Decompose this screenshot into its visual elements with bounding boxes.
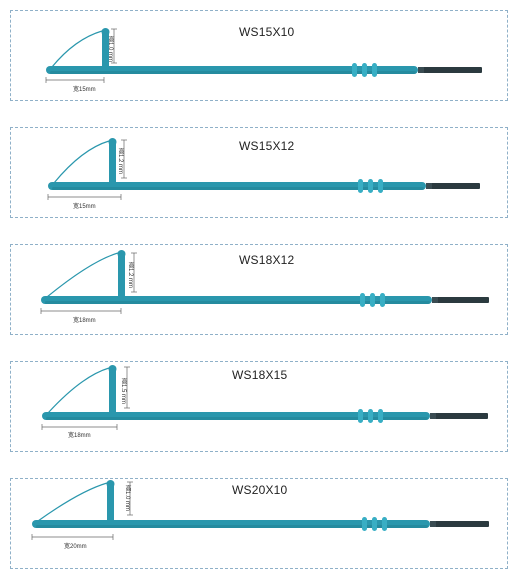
probe-tip	[430, 413, 488, 419]
probe-ring	[378, 179, 383, 193]
probe-tip	[426, 183, 480, 189]
wire-loop	[51, 30, 103, 68]
probe-ring	[352, 63, 357, 77]
probe-post	[102, 29, 109, 70]
probe-ring	[378, 409, 383, 423]
probe-post-cap	[108, 365, 117, 373]
shaft-shadow	[45, 301, 430, 304]
height-dimension-label: 高1.0 mm	[107, 36, 113, 63]
probe-ring	[382, 517, 387, 531]
shaft-shadow	[52, 187, 424, 190]
shaft-shadow	[36, 525, 428, 528]
probe-tip-collar	[426, 183, 432, 189]
width-dimension-label: 宽18mm	[68, 433, 91, 439]
wire-loop	[47, 367, 110, 414]
probe-post-cap	[101, 28, 110, 36]
wire-loop	[37, 482, 108, 522]
probe-post	[109, 139, 116, 186]
shaft-shadow	[50, 71, 416, 74]
probe-post	[118, 251, 125, 300]
probe-ring	[372, 63, 377, 77]
wire-loop	[46, 252, 119, 298]
width-dimension-label: 宽15mm	[73, 87, 96, 93]
probe-post	[109, 366, 116, 416]
probe-panel-3: WS18X12	[10, 244, 508, 335]
probe-ring	[368, 179, 373, 193]
width-dimension-label: 宽20mm	[64, 544, 87, 550]
probe-ring	[362, 517, 367, 531]
probe-tip	[432, 297, 489, 303]
probe-ring	[370, 293, 375, 307]
probe-tip-collar	[432, 297, 438, 303]
model-label: WS20X10	[232, 483, 288, 497]
height-dimension-label: 高1.2 mm	[117, 148, 123, 175]
model-label: WS15X12	[239, 139, 295, 153]
probe-panel-1: WS15X10	[10, 10, 508, 101]
model-label: WS18X12	[239, 253, 295, 267]
probe-ring	[380, 293, 385, 307]
probe-tip-collar	[430, 521, 436, 527]
probe-ring	[362, 63, 367, 77]
probe-ring	[358, 409, 363, 423]
probe-post-cap	[117, 250, 126, 258]
probe-post-cap	[108, 138, 117, 146]
width-dimension-label: 宽18mm	[73, 318, 96, 324]
probe-tip-collar	[430, 413, 436, 419]
probe-post	[107, 481, 114, 524]
probe-panel-2: WS15X12	[10, 127, 508, 218]
probe-ring	[358, 179, 363, 193]
width-dimension-label: 宽15mm	[73, 204, 96, 210]
probe-tip-collar	[418, 67, 424, 73]
probe-ring	[360, 293, 365, 307]
probe-panel-4: WS18X15	[10, 361, 508, 452]
height-dimension-label: 高1.5 mm	[120, 378, 126, 405]
probe-post-cap	[106, 480, 115, 488]
wire-loop	[53, 140, 110, 184]
probe-tip	[430, 521, 489, 527]
model-label: WS18X15	[232, 368, 288, 382]
probe-ring	[372, 517, 377, 531]
probe-tip	[418, 67, 482, 73]
model-label: WS15X10	[239, 25, 295, 39]
height-dimension-label: 高1.0 mm	[124, 485, 130, 512]
shaft-shadow	[46, 417, 428, 420]
probe-ring	[368, 409, 373, 423]
height-dimension-label: 高1.2 mm	[127, 262, 133, 289]
